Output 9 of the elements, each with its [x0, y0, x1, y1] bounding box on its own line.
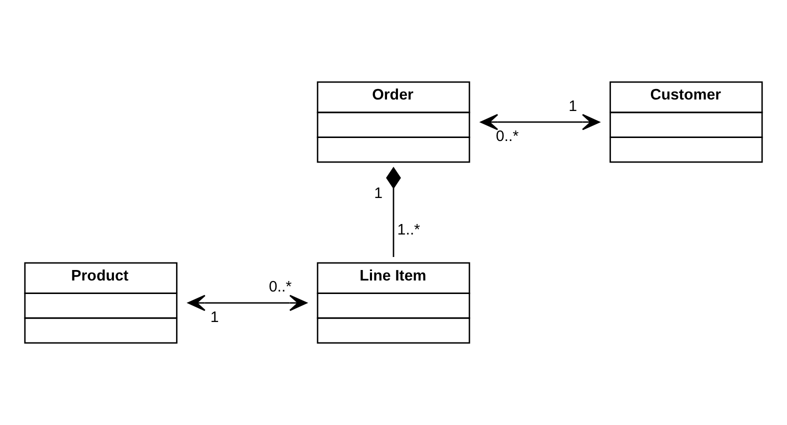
label: 1 [374, 185, 383, 202]
label: 1 [210, 308, 219, 326]
label: 0..* [268, 278, 292, 296]
arrow [188, 294, 308, 312]
connector [386, 166, 401, 257]
arrow [480, 114, 600, 130]
label: 1..* [397, 222, 420, 239]
label: 0..* [496, 128, 519, 146]
label: 1 [568, 98, 578, 115]
